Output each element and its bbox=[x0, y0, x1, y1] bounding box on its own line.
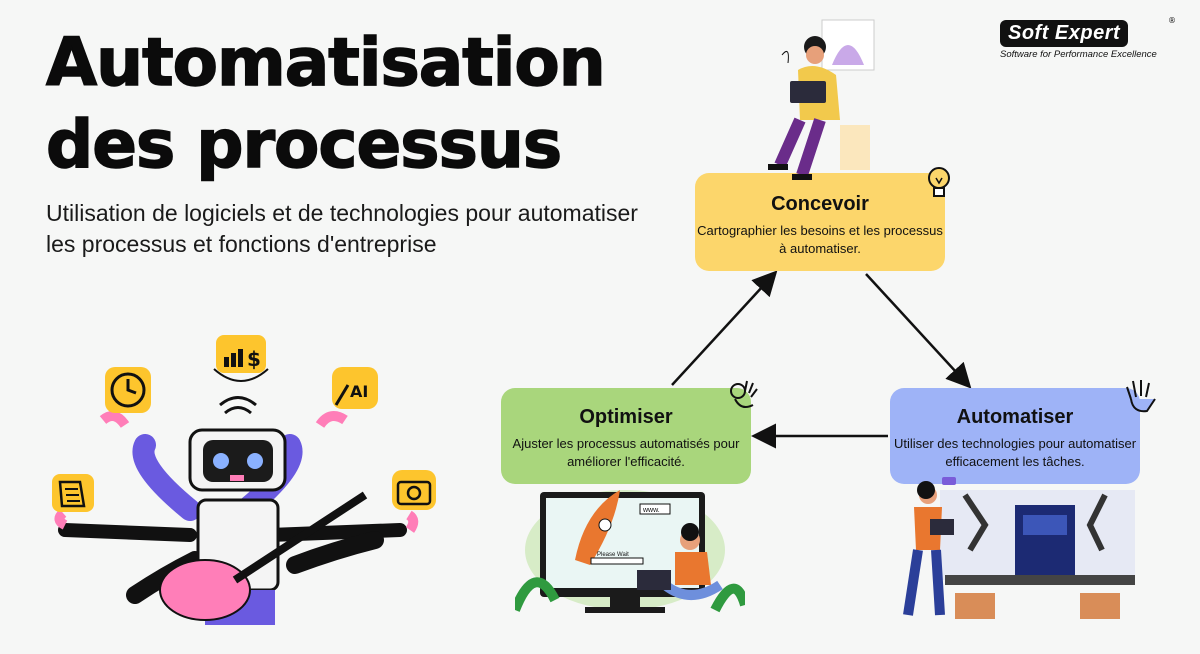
automatiser-illustration bbox=[903, 477, 1135, 619]
card-automatiser-title: Automatiser bbox=[956, 406, 1074, 428]
document-icon bbox=[52, 474, 94, 512]
soft-expert-logo: Soft Expert ® Software for Performance E… bbox=[1000, 16, 1176, 70]
screen-url: www. bbox=[642, 507, 660, 514]
card-automatiser-text: Utiliser des technologies pour automatis… bbox=[893, 436, 1137, 469]
card-automatiser: Automatiser Utiliser des technologies po… bbox=[890, 388, 1140, 484]
dollar-sign: $ bbox=[247, 347, 261, 371]
logo-tagline: Software for Performance Excellence bbox=[1000, 49, 1157, 60]
clock-icon bbox=[105, 367, 151, 413]
page-title: Automatisation des processus bbox=[45, 22, 606, 186]
chart-dollar-icon: $ bbox=[213, 335, 269, 382]
card-concevoir-title: Concevoir bbox=[771, 193, 869, 215]
loading-text: Please Wait bbox=[597, 552, 629, 558]
camera-icon bbox=[392, 470, 436, 510]
title-line-1: Automatisation bbox=[45, 23, 606, 102]
card-optimiser: Optimiser Ajuster les processus automati… bbox=[501, 388, 751, 484]
title-line-2: des processus bbox=[45, 105, 563, 184]
raised-hand-icon bbox=[1126, 380, 1156, 413]
designer-illustration bbox=[768, 19, 875, 180]
robot-illustration bbox=[54, 396, 419, 625]
ai-brush-icon: AI bbox=[332, 367, 378, 409]
page-subtitle: Utilisation de logiciels et de technolog… bbox=[46, 200, 638, 257]
card-optimiser-title: Optimiser bbox=[579, 406, 673, 428]
ai-label: AI bbox=[350, 382, 368, 401]
logo-wordmark: Soft Expert bbox=[1000, 20, 1129, 47]
card-concevoir-text: Cartographier les besoins et les process… bbox=[697, 223, 943, 256]
card-concevoir: Concevoir Cartographier les besoins et l… bbox=[695, 173, 945, 271]
logo-registered: ® bbox=[1168, 16, 1176, 25]
card-optimiser-text: Ajuster les processus automatisés pour a… bbox=[512, 436, 740, 469]
optimiser-illustration: Please Wait www. bbox=[515, 490, 745, 613]
arrow-concevoir-to-automatiser bbox=[865, 273, 972, 389]
arrow-optimiser-to-concevoir bbox=[671, 270, 778, 386]
ok-hand-icon bbox=[730, 380, 758, 408]
bulb-icon bbox=[928, 167, 950, 197]
